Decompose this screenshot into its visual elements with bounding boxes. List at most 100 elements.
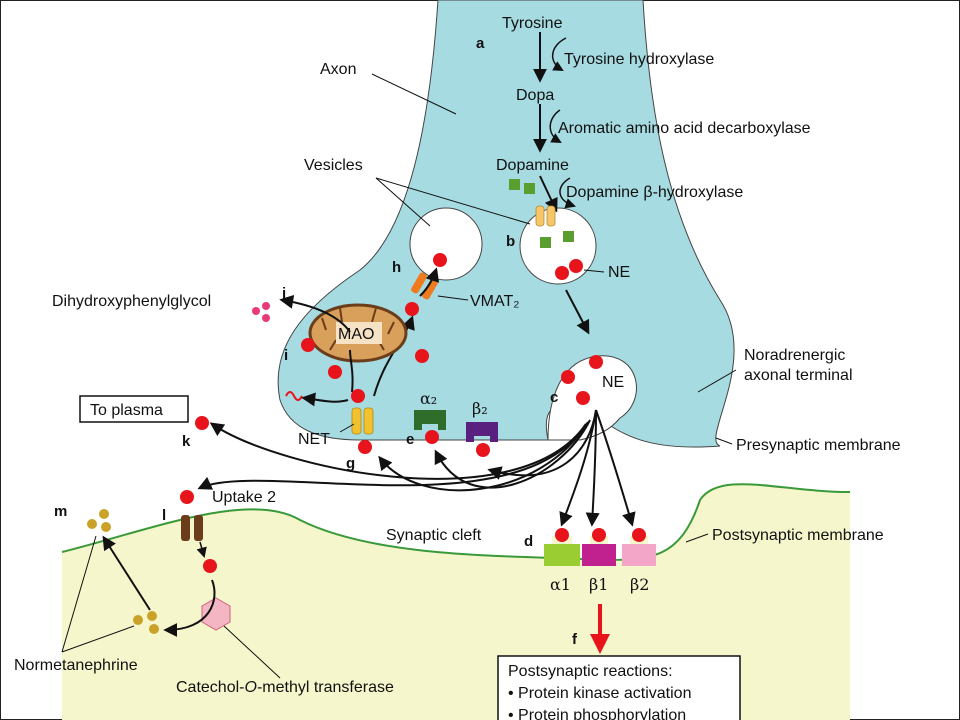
arrow-dopamine-vesicle — [539, 175, 558, 213]
label-beta2-pre: β₂ — [472, 399, 488, 418]
arrow-release-to-uptake2 — [197, 423, 587, 490]
normetanephrine-molecule — [99, 509, 109, 519]
postsynaptic-reactions-box — [497, 655, 741, 720]
vesicle-left — [409, 207, 483, 281]
label-mao: MAO — [338, 326, 374, 343]
dhpg-molecule — [262, 314, 270, 322]
ne-molecule — [555, 528, 569, 542]
ne-molecule — [555, 266, 569, 280]
noradrenergic-leader — [697, 369, 737, 393]
normetanephrine-molecule — [133, 615, 143, 625]
arrow-release-to-plasma — [209, 422, 587, 480]
label-postsynaptic-membrane: Postsynaptic membrane — [712, 527, 884, 544]
step-letter-l: l — [162, 507, 166, 524]
label-beta1: β1 — [589, 575, 608, 594]
to-plasma-box — [79, 395, 189, 423]
ne-molecule — [425, 430, 439, 444]
dbh-enzyme-square — [524, 183, 535, 194]
label-presynaptic-membrane: Presynaptic membrane — [736, 437, 901, 454]
label-tyrosine-hydroxylase: Tyrosine hydroxylase — [564, 51, 714, 68]
ne-molecule — [180, 490, 194, 504]
axon-leader — [371, 73, 457, 115]
step-letter-h: h — [392, 259, 401, 276]
arrow-release-to-beta1 — [585, 409, 600, 527]
label-aadc: Aromatic amino acid decarboxylase — [558, 120, 811, 137]
presynaptic-leader — [715, 437, 733, 445]
ne-molecule — [405, 302, 419, 316]
box-title: Postsynaptic reactions: — [508, 663, 673, 680]
dbh-enzyme-square — [563, 231, 574, 242]
box-item-2: • Protein phosphorylation — [508, 707, 686, 720]
ne-molecule — [589, 355, 603, 369]
arrow-release-to-beta2-pre — [487, 409, 597, 480]
label-comt: Catechol-O-methyl transferase — [176, 679, 394, 696]
arrow-uptake2-in — [196, 541, 207, 559]
dbh-enzyme-square — [540, 237, 551, 248]
label-normetanephrine: Normetanephrine — [14, 657, 138, 674]
label-dopamine: Dopamine — [496, 157, 569, 174]
uptake2-transporter — [194, 515, 203, 541]
curve-dbh — [559, 177, 576, 209]
beta1-receptor — [582, 544, 616, 566]
step-letter-k: k — [182, 433, 191, 450]
label-alpha1: α1 — [550, 575, 571, 594]
box-item-1: • Protein kinase activation — [508, 685, 691, 702]
label-to-plasma: To plasma — [90, 402, 163, 419]
step-letter-m: m — [54, 503, 67, 520]
vesicles-leader-left — [375, 177, 431, 227]
normetanephrine-leader-b — [61, 625, 135, 653]
arrow-ne-to-mao — [349, 349, 354, 393]
step-letter-b: b — [506, 233, 515, 250]
mitochondrion-cristae — [321, 307, 395, 351]
label-noradrenergic-2: axonal terminal — [744, 367, 853, 384]
label-vmat2: VMAT₂ — [470, 293, 519, 310]
ne-molecule — [632, 528, 646, 542]
normetanephrine-leader-a — [61, 535, 97, 653]
step-letter-e: e — [406, 431, 414, 448]
ne-molecule — [592, 528, 606, 542]
step-letter-c: c — [550, 389, 558, 406]
vmat2-transporter — [411, 272, 427, 294]
vesicles-leader-right — [375, 177, 531, 225]
step-letter-f: f — [572, 631, 578, 648]
label-dhpg: Dihydroxyphenylglycol — [52, 293, 211, 310]
label-synaptic-cleft: Synaptic cleft — [386, 527, 482, 544]
postsynaptic-leader — [685, 533, 709, 543]
alpha2-presynaptic-receptor — [414, 410, 446, 430]
label-axon: Axon — [320, 61, 356, 78]
label-dopa: Dopa — [516, 87, 554, 104]
alpha1-receptor — [544, 538, 580, 566]
ne-molecule — [569, 259, 583, 273]
ne-molecule — [203, 559, 217, 573]
net-transporter — [363, 407, 374, 435]
label-dbh: Dopamine β-hydroxylase — [566, 184, 743, 201]
dhpg-molecule — [262, 302, 270, 310]
comt-enzyme — [201, 597, 231, 631]
label-vesicles: Vesicles — [304, 157, 363, 174]
normetanephrine-molecule — [87, 519, 97, 529]
ne-molecule — [351, 389, 365, 403]
step-letter-d: d — [524, 533, 533, 550]
curve-aadc — [549, 109, 562, 144]
arrow-vesicle-to-release — [565, 289, 590, 335]
normetanephrine-molecule — [149, 624, 159, 634]
step-letter-j: j — [281, 285, 286, 302]
arrow-vmat-into-vesicle — [419, 267, 440, 297]
step-letter-g: g — [346, 455, 355, 472]
ne-label-leader — [583, 269, 605, 273]
label-ne-vesicle: NE — [608, 264, 630, 281]
arrow-comt-to-normetanephrine — [163, 579, 216, 637]
ne-molecule — [433, 253, 447, 267]
step-letter-a: a — [476, 35, 485, 52]
ne-molecule — [301, 338, 315, 352]
label-noradrenergic-1: Noradrenergic — [744, 347, 845, 364]
degraded-ne-icon — [285, 391, 303, 401]
vmat-label-leader — [437, 295, 469, 301]
vesicle-transporter — [546, 205, 556, 227]
vmat2-transporter — [422, 278, 438, 300]
arrow-mao-to-dhpg — [279, 294, 351, 333]
ne-molecule — [358, 440, 372, 454]
ne-molecule — [576, 391, 590, 405]
curve-tyrosine-hydroxylase — [552, 37, 567, 72]
